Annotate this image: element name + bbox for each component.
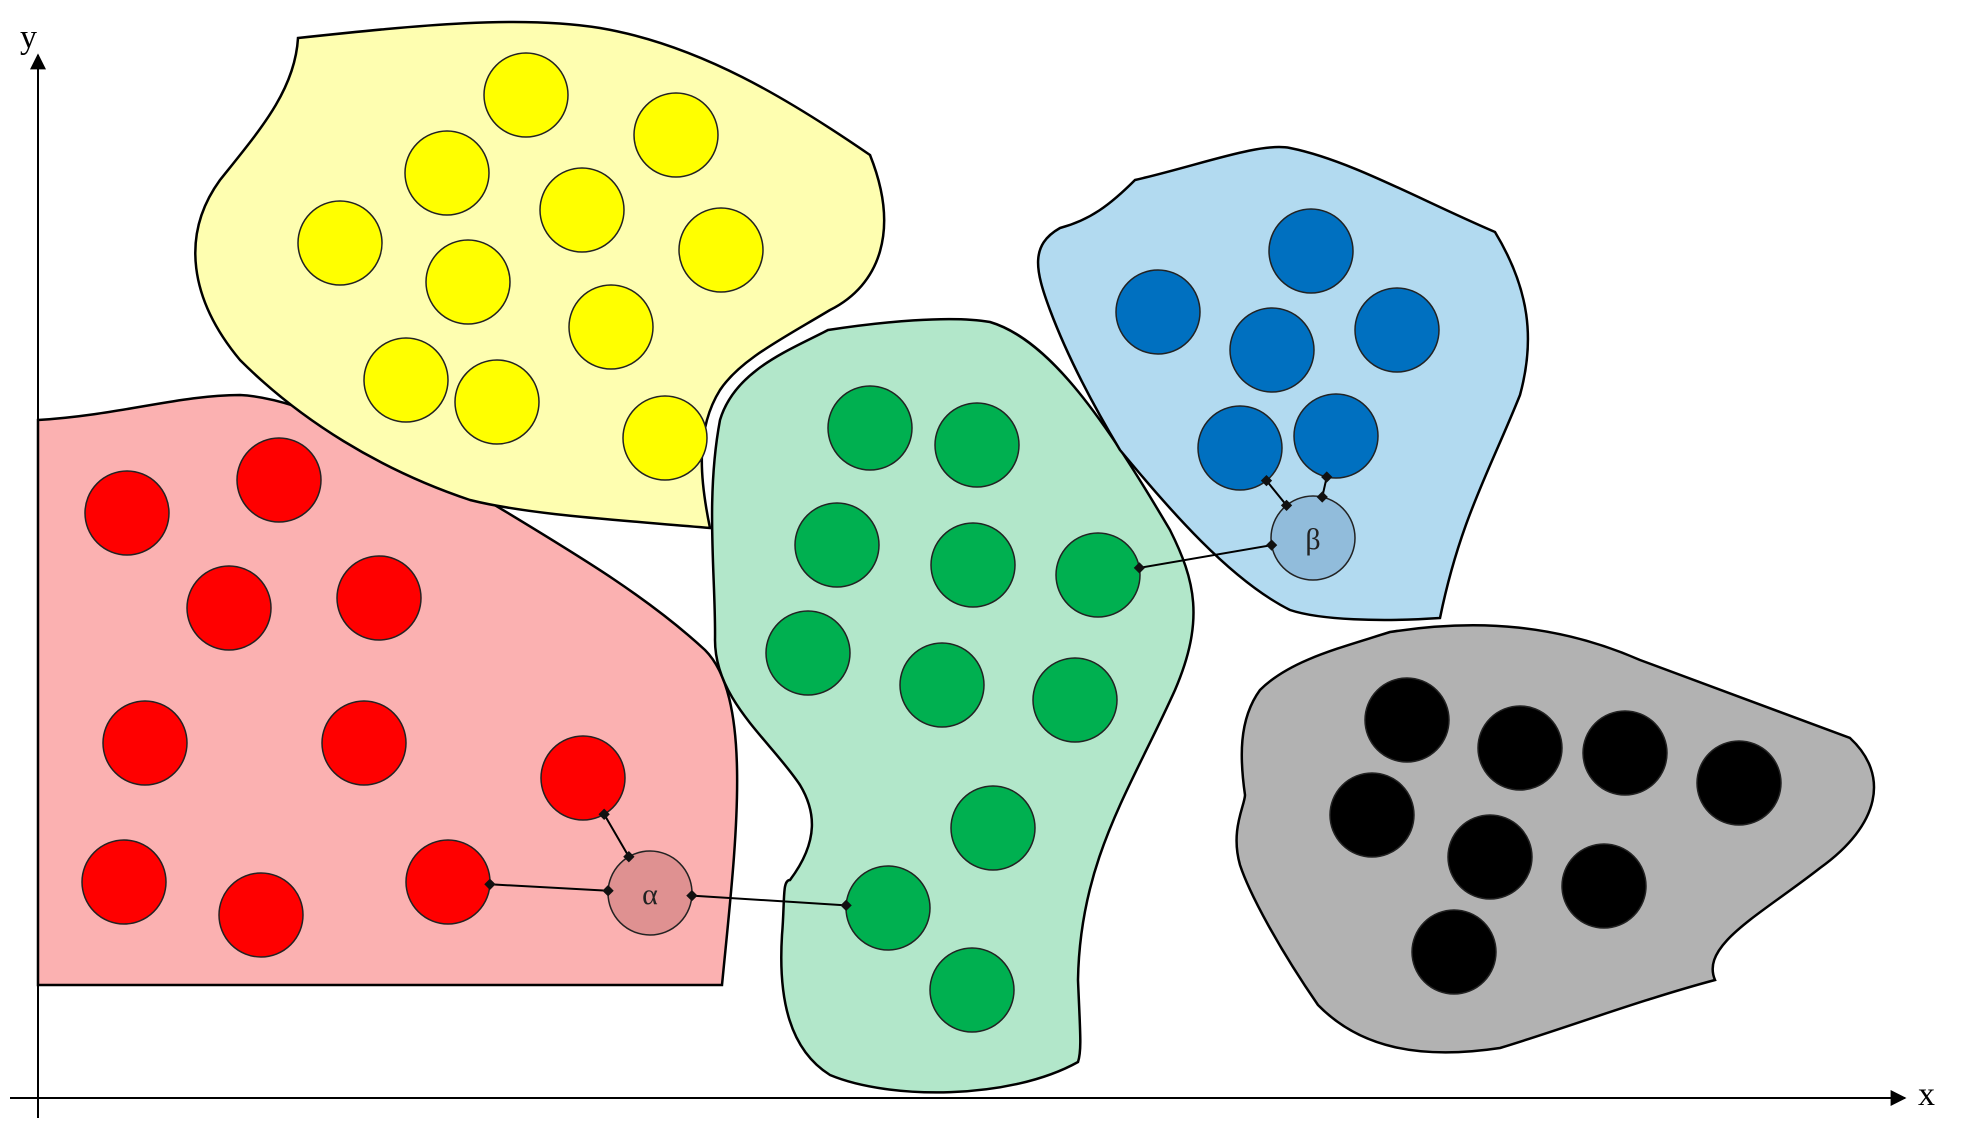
link-endpoint <box>1260 474 1273 487</box>
link-endpoint <box>1321 471 1333 483</box>
gray-point <box>1696 740 1782 826</box>
green-point <box>930 522 1016 608</box>
green-point <box>929 947 1015 1033</box>
gray-point <box>1364 677 1450 763</box>
neighbor-link <box>691 894 847 907</box>
query-point-alpha: α <box>607 850 693 936</box>
gray-point <box>1561 843 1647 929</box>
green-point <box>827 385 913 471</box>
yellow-point <box>363 337 449 423</box>
link-endpoint <box>1265 539 1278 551</box>
yellow-point <box>297 200 383 286</box>
yellow-point <box>678 207 764 293</box>
yellow-point <box>483 52 569 138</box>
link-endpoint <box>1280 499 1293 512</box>
blue-cluster-points <box>1115 208 1440 491</box>
gray-point <box>1582 710 1668 796</box>
neighbor-link <box>1265 479 1288 507</box>
blue-point <box>1115 269 1201 355</box>
link-endpoint <box>598 808 610 820</box>
yellow-point <box>622 395 708 481</box>
link-endpoint <box>484 878 496 890</box>
neighbor-links <box>489 476 1328 907</box>
red-point <box>321 700 407 786</box>
red-cluster-region <box>36 393 739 987</box>
yellow-point <box>404 130 490 216</box>
red-cluster-points <box>81 437 626 958</box>
yellow-point <box>425 239 511 325</box>
green-point <box>765 610 851 696</box>
query-point-beta: β <box>1270 495 1356 581</box>
red-point <box>102 700 188 786</box>
green-point <box>934 402 1020 488</box>
y-axis-label: y <box>20 19 37 56</box>
link-endpoint <box>1316 491 1328 503</box>
red-point <box>218 872 304 958</box>
red-point <box>236 437 322 523</box>
red-point <box>186 565 272 651</box>
blue-point <box>1197 405 1283 491</box>
blue-point <box>1293 393 1379 479</box>
x-axis-label: x <box>1918 1076 1935 1113</box>
link-endpoint <box>686 889 698 902</box>
link-handles <box>484 471 1333 912</box>
green-point <box>950 785 1036 871</box>
blue-point <box>1229 307 1315 393</box>
red-point <box>336 555 422 641</box>
link-endpoint <box>602 885 614 897</box>
gray-cluster-points <box>1329 677 1782 995</box>
gray-point <box>1329 772 1415 858</box>
neighbor-link <box>1139 544 1272 569</box>
red-point <box>405 839 491 925</box>
green-point <box>845 865 931 951</box>
gray-point <box>1477 705 1563 791</box>
yellow-cluster-points <box>297 52 764 481</box>
link-endpoint <box>840 899 852 912</box>
gray-point <box>1447 814 1533 900</box>
yellow-point <box>454 359 540 445</box>
gray-cluster-region <box>1235 624 1876 1054</box>
neighbor-link <box>489 883 609 892</box>
beta-label: β <box>1305 523 1320 556</box>
green-point <box>899 642 985 728</box>
yellow-point <box>633 92 719 178</box>
alpha-label: α <box>642 878 658 911</box>
red-point <box>81 839 167 925</box>
green-point <box>794 502 880 588</box>
link-endpoint <box>1133 562 1146 574</box>
red-point <box>540 735 626 821</box>
blue-point <box>1354 287 1440 373</box>
gray-point <box>1411 909 1497 995</box>
green-point <box>1032 657 1118 743</box>
link-endpoint <box>623 851 635 863</box>
neighbor-link <box>603 813 630 858</box>
yellow-point <box>568 284 654 370</box>
yellow-point <box>539 167 625 253</box>
green-point <box>1055 532 1141 618</box>
blue-point <box>1268 208 1354 294</box>
red-point <box>84 470 170 556</box>
green-cluster-points <box>765 385 1141 1033</box>
